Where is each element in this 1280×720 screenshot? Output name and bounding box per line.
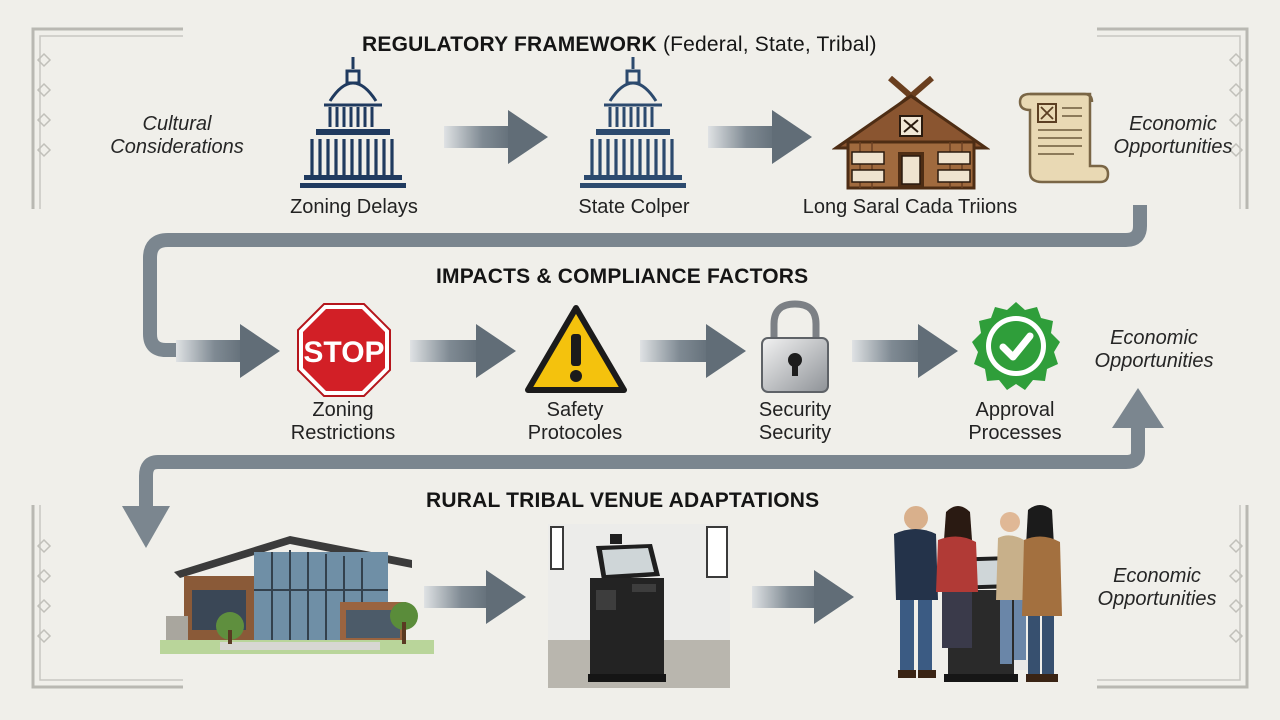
corner-ornament-bottom-left bbox=[31, 505, 183, 689]
arrow-row2-a bbox=[410, 324, 516, 378]
stop-sign-icon: STOP bbox=[297, 303, 391, 397]
zoning-delays-label: Zoning Delays bbox=[290, 196, 418, 218]
capitol-dome-icon bbox=[580, 57, 686, 188]
regulatory-title: REGULATORY FRAMEWORK (Federal, State, Tr… bbox=[362, 33, 877, 56]
arrow-row3-b bbox=[752, 570, 854, 624]
parchment-scroll-icon bbox=[1018, 92, 1110, 184]
security-label: Security Security bbox=[758, 399, 832, 444]
safety-protocoles-label: Safety Protocoles bbox=[527, 399, 623, 444]
approval-check-badge-icon bbox=[972, 302, 1060, 390]
approval-processes-label: Approval Processes bbox=[968, 399, 1062, 444]
tribal-longhouse-icon bbox=[832, 76, 990, 190]
warning-triangle-icon bbox=[525, 305, 627, 393]
capitol-dome-icon bbox=[300, 57, 406, 188]
economic-opportunities-note-middle: Economic Opportunities bbox=[1094, 327, 1214, 372]
state-colper-label: State Colper bbox=[578, 196, 690, 218]
long-saral-cada-triions-label: Long Saral Cada Triions bbox=[802, 196, 1018, 218]
rural-adaptations-title: RURAL TRIBAL VENUE ADAPTATIONS bbox=[426, 489, 820, 512]
corner-ornament-bottom-right bbox=[1097, 505, 1249, 689]
gaming-kiosk-image bbox=[548, 524, 730, 688]
arrow-row2-c bbox=[852, 324, 958, 378]
corner-ornament-top-left bbox=[31, 27, 183, 209]
venue-building-image bbox=[160, 536, 434, 654]
arrow-row1-b bbox=[708, 110, 812, 164]
up-arrow-head bbox=[1112, 388, 1164, 428]
down-arrow-head bbox=[122, 506, 170, 548]
arrow-row3-a bbox=[424, 570, 526, 624]
flow-band-lower bbox=[139, 428, 1145, 510]
people-at-kiosk-image bbox=[894, 505, 1062, 682]
arrow-row1-a bbox=[444, 110, 548, 164]
flow-band-upper bbox=[143, 205, 1147, 357]
arrow-row2-entry bbox=[176, 324, 280, 378]
arrow-row2-b bbox=[640, 324, 746, 378]
cultural-considerations-note: Cultural Considerations bbox=[110, 113, 244, 158]
stop-sign-text: STOP bbox=[303, 336, 384, 369]
impacts-title: IMPACTS & COMPLIANCE FACTORS bbox=[436, 265, 809, 288]
economic-opportunities-note-bottom: Economic Opportunities bbox=[1097, 565, 1217, 610]
padlock-icon bbox=[761, 300, 829, 393]
economic-opportunities-note-top: Economic Opportunities bbox=[1113, 113, 1233, 158]
corner-ornament-top-right bbox=[1097, 27, 1249, 209]
zoning-restrictions-label: Zoning Restrictions bbox=[290, 399, 396, 444]
